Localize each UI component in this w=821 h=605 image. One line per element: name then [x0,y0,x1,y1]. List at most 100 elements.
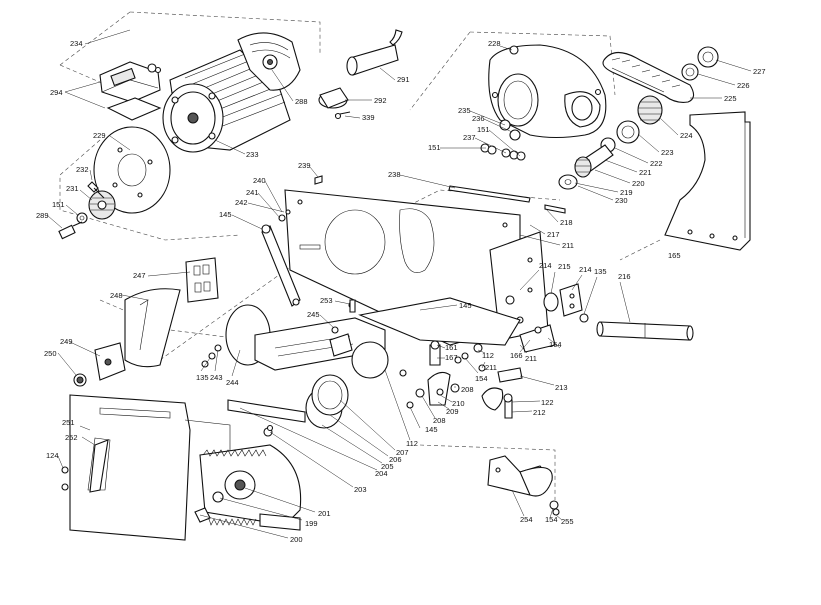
label-251: 251 [62,418,75,427]
label-214-a: 214 [539,261,552,270]
label-220: 220 [632,179,645,188]
label-254: 254 [520,515,533,524]
label-124: 124 [46,451,59,460]
label-199: 199 [305,519,318,528]
shaft-221 [574,144,614,178]
label-232: 232 [76,165,89,174]
label-234: 234 [70,39,83,48]
motor-icon [162,32,301,153]
label-227: 227 [753,67,766,76]
label-252: 252 [65,433,78,442]
label-240: 240 [253,176,266,185]
label-145-a: 145 [219,210,232,219]
label-226: 226 [737,81,750,90]
label-231: 231 [66,184,79,193]
label-225: 225 [724,94,737,103]
label-291: 291 [397,75,410,84]
label-208-a: 208 [461,385,474,394]
table-plate-251 [61,394,231,541]
label-237: 237 [463,133,476,142]
label-236: 236 [472,114,485,123]
label-222: 222 [650,159,663,168]
saw-blade-icon [194,444,302,531]
label-204: 204 [375,469,388,478]
label-210: 210 [452,399,465,408]
label-233: 233 [246,150,259,159]
label-166: 166 [510,351,523,360]
label-230: 230 [615,196,628,205]
label-248: 248 [110,291,123,300]
label-221: 221 [639,168,652,177]
label-206: 206 [389,455,402,464]
label-212: 212 [533,408,546,417]
label-145-b: 145 [459,301,472,310]
arm-240 [261,175,323,307]
label-167: 167 [445,353,458,362]
label-151-c: 151 [428,143,441,152]
label-235: 235 [458,106,471,115]
label-122: 122 [541,398,554,407]
label-208-b: 208 [433,416,446,425]
left-guard-group [73,257,251,387]
label-292: 292 [374,96,387,105]
label-154-a: 154 [475,374,488,383]
label-205: 205 [381,462,394,471]
label-214-b: 214 [579,265,592,274]
label-245: 245 [307,310,320,319]
label-161: 161 [445,343,458,352]
base-plate [159,185,566,361]
label-164: 164 [549,340,562,349]
label-145-c: 145 [425,425,438,434]
label-217: 217 [547,230,560,239]
pulley-icon [88,190,116,220]
label-288: 288 [295,97,308,106]
label-242: 242 [235,198,248,207]
linkage-group [399,283,694,419]
label-151-a: 151 [52,200,65,209]
label-244: 244 [226,378,239,387]
bracket-254 [419,444,560,516]
label-211-b: 211 [525,354,537,363]
label-294: 294 [50,88,63,97]
label-211-c: 211 [485,363,497,372]
label-203: 203 [354,485,367,494]
label-216: 216 [618,272,631,281]
label-339: 339 [362,113,375,122]
junction-box [99,61,162,121]
label-209: 209 [446,407,459,416]
pulley-224 [637,95,663,125]
label-241: 241 [246,188,259,197]
screw-289 [58,221,83,240]
label-238: 238 [388,170,401,179]
belt-guard-group [409,31,719,190]
label-249: 249 [60,337,73,346]
label-213: 213 [555,383,568,392]
label-215: 215 [558,262,571,271]
label-207: 207 [396,448,409,457]
label-224: 224 [680,131,693,140]
label-289: 289 [36,211,49,220]
label-239: 239 [298,161,311,170]
label-135-a: 135 [196,373,209,382]
part-labels: 234 294 288 229 233 232 231 151 289 291 … [36,39,766,544]
label-112-b: 112 [406,439,418,448]
chip-tube-group [318,29,403,120]
label-218: 218 [560,218,573,227]
label-255: 255 [561,517,574,526]
leader-lines [47,29,752,539]
label-253: 253 [320,296,333,305]
label-219: 219 [620,188,633,197]
label-135-b: 135 [594,267,607,276]
label-112-a: 112 [482,351,494,360]
label-200: 200 [290,535,303,544]
label-154-b: 154 [545,515,558,524]
label-165: 165 [668,251,681,260]
label-228: 228 [488,39,501,48]
flange-disc [93,126,171,214]
drive-belt-icon [602,51,695,103]
label-201: 201 [318,509,331,518]
bracket-165 [619,111,751,261]
bolt-232 [87,181,105,199]
